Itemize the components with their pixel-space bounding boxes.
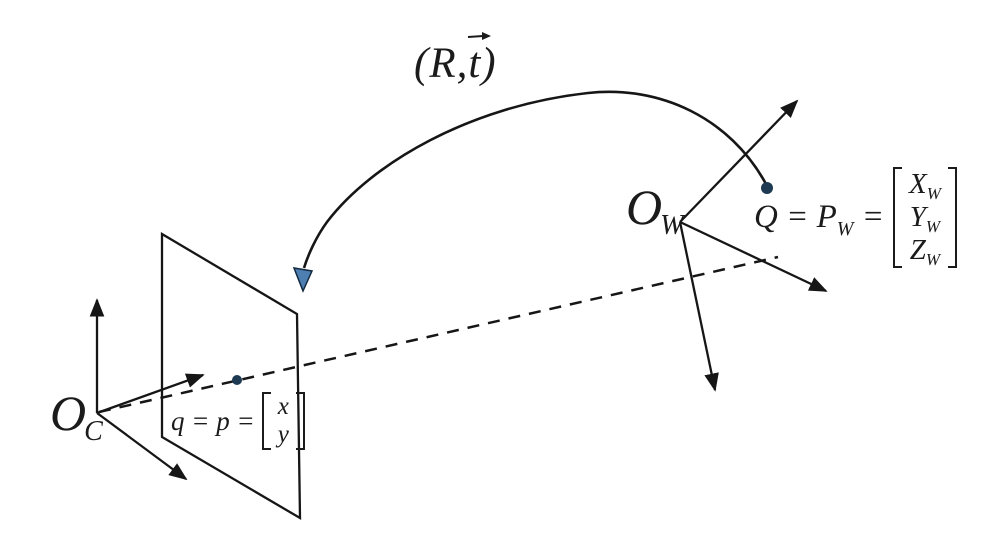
matrix-row: y	[277, 421, 289, 448]
world-point-matrix: XW YW ZW	[892, 166, 957, 269]
camera-point-matrix: x y	[261, 392, 305, 450]
world-point-prefix: Q = PW =	[754, 198, 884, 240]
matrix-left-bracket	[261, 392, 271, 450]
world-axis-upright-arrow	[679, 99, 799, 223]
transform-label-t: t	[468, 40, 482, 87]
matrix-row-subscript: W	[925, 216, 941, 236]
matrix-row-symbol: Z	[909, 233, 926, 266]
matrix-row-subscript: W	[926, 183, 941, 203]
world-point-lead-subscript: W	[836, 217, 854, 240]
matrix-left-bracket	[892, 166, 902, 268]
camera-point-prefix: q = p =	[171, 405, 255, 436]
world-origin-symbol: O	[626, 179, 663, 235]
matrix-row-symbol: X	[908, 167, 927, 200]
world-axis-down-arrow	[678, 221, 719, 392]
world-point-equation: Q = PW = XW YW ZW	[754, 157, 957, 277]
matrix-row: x	[277, 393, 289, 420]
world-point-equals: =	[861, 198, 884, 235]
world-point-dot	[761, 182, 773, 194]
camera-origin-symbol: O	[50, 385, 87, 441]
matrix-row: XW	[908, 167, 941, 203]
camera-origin-label: OC	[50, 385, 105, 446]
camera-axis-forward-arrow	[96, 373, 205, 415]
camera-origin-subscript: C	[84, 416, 103, 447]
image-point-dot	[232, 375, 242, 385]
camera-axis-downright-arrow	[96, 412, 188, 481]
matrix-right-bracket	[947, 166, 957, 268]
world-axis-downright-arrow	[679, 220, 828, 293]
projection-ray-dashed-line	[98, 255, 779, 414]
transform-curve-arrowhead-icon	[292, 267, 314, 293]
camera-point-equation: q = p = x y	[171, 383, 305, 459]
world-origin-label: OW	[626, 179, 685, 240]
vector-arrow-icon	[468, 32, 492, 40]
matrix-row: YW	[909, 200, 941, 236]
matrix-right-bracket	[295, 392, 305, 450]
transform-label-close: )	[481, 40, 497, 87]
matrix-row-subscript: W	[925, 249, 941, 269]
transform-label: (R,t)	[414, 32, 497, 87]
transform-curve-arrow	[302, 90, 768, 269]
transform-label-open: (R,	[414, 40, 469, 87]
matrix-row-symbol: Y	[909, 200, 926, 233]
world-origin-subscript: W	[660, 210, 684, 241]
image-plane	[160, 231, 302, 521]
world-point-lead: Q = P	[754, 198, 837, 235]
matrix-row: ZW	[909, 233, 941, 269]
